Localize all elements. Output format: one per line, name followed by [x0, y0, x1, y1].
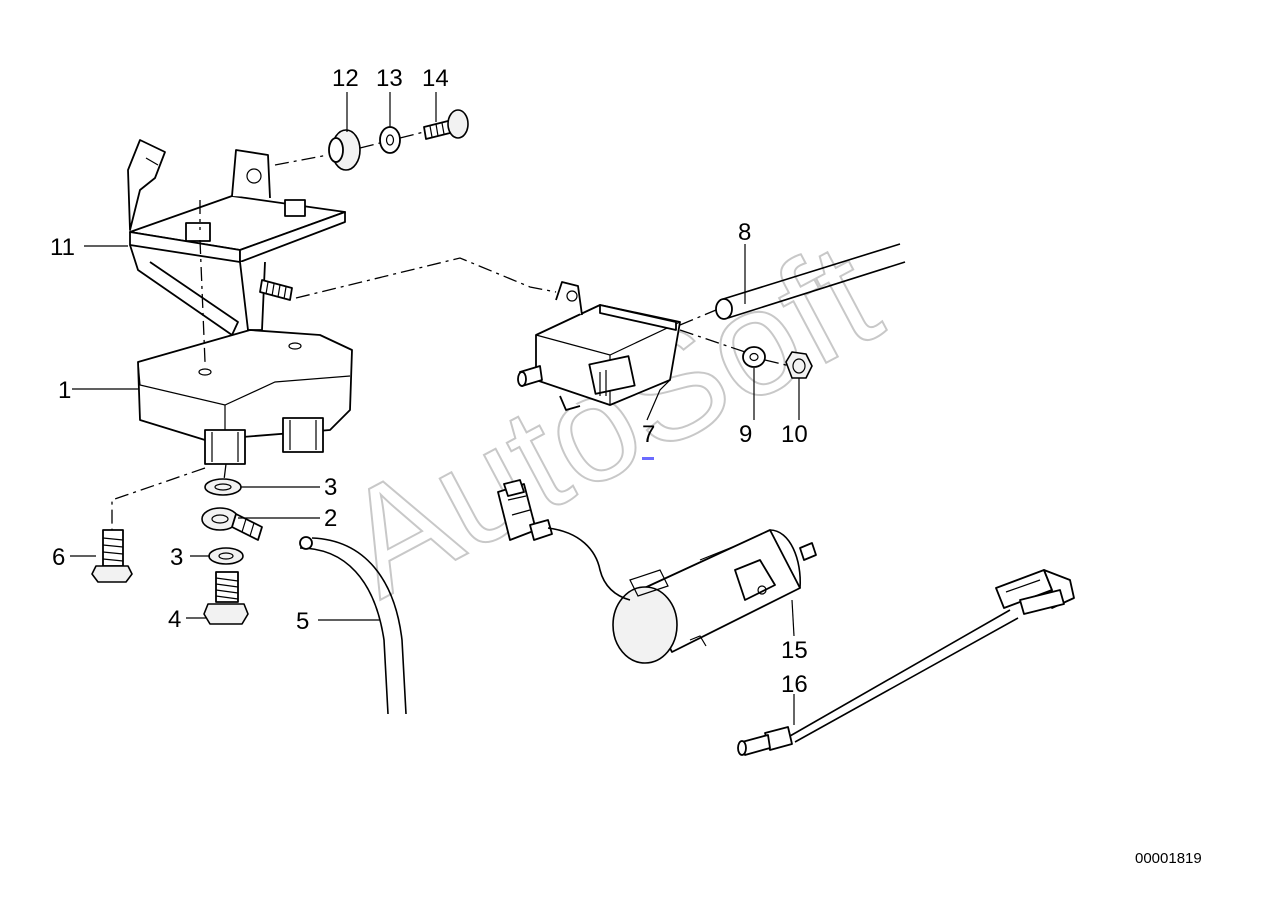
callout-14: 14 [422, 65, 449, 92]
callout-2: 2 [324, 505, 337, 532]
callout-15: 15 [781, 637, 808, 664]
bolt-part-6 [91, 529, 133, 583]
screw-part-14 [423, 109, 469, 140]
grommet-part-12 [328, 129, 361, 171]
hose-part-5 [299, 536, 407, 715]
callout-11: 11 [50, 234, 75, 261]
seal-ring-part-3-lower [208, 547, 244, 565]
pump-part-15 [612, 529, 817, 664]
banjo-bolt-part-4 [203, 571, 249, 625]
pump-connector [497, 479, 631, 601]
banjo-fitting-part-2 [201, 507, 263, 541]
leader-lines [70, 92, 800, 725]
cable-part-16 [737, 569, 1075, 756]
callout-9: 9 [739, 421, 752, 448]
seal-ring-part-3-upper [204, 478, 242, 496]
rod-part-8 [715, 243, 906, 320]
callout-3-lower: 3 [170, 544, 183, 571]
switch-housing-part-1 [137, 329, 353, 465]
blue-marker [642, 457, 654, 460]
callout-16: 16 [781, 671, 808, 698]
stud [259, 279, 293, 301]
callout-4: 4 [168, 606, 181, 633]
callout-3-upper: 3 [324, 474, 337, 501]
callout-6: 6 [52, 544, 65, 571]
callout-12: 12 [332, 65, 359, 92]
callout-13: 13 [376, 65, 403, 92]
callout-numbers: 1 2 3 3 4 5 6 7 8 9 10 11 12 13 14 15 16 [50, 65, 808, 698]
callout-7: 7 [642, 421, 655, 448]
callout-10: 10 [781, 421, 808, 448]
callout-5: 5 [296, 608, 309, 635]
watermark: AutoSoft [316, 210, 903, 628]
callout-1: 1 [58, 377, 71, 404]
washer-part-13 [379, 126, 401, 154]
drawing-number: 00001819 [1135, 850, 1202, 867]
nut-part-10 [785, 351, 813, 379]
washer-part-9 [742, 346, 766, 368]
valve-part-7 [517, 281, 681, 411]
bracket-part-11 [127, 139, 346, 336]
callout-8: 8 [738, 219, 751, 246]
